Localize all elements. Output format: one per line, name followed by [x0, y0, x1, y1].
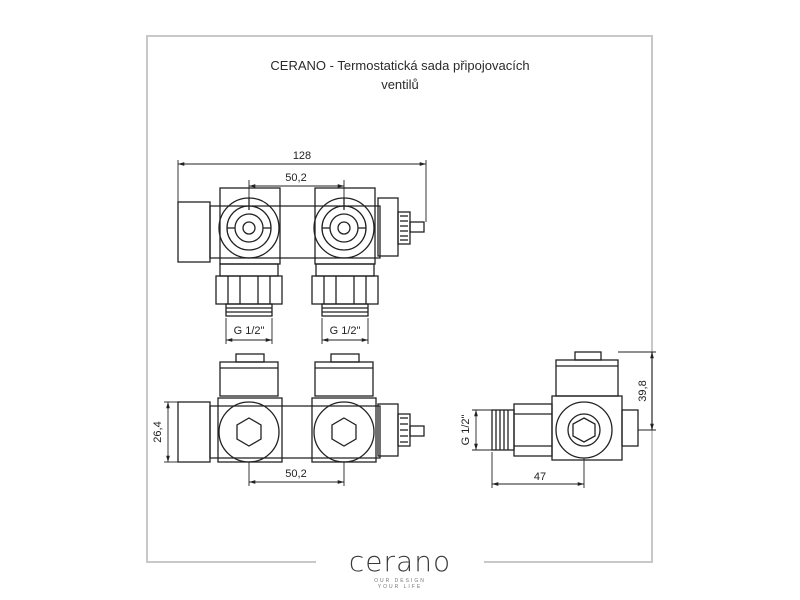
label-thread-left: G 1/2" [234, 325, 265, 337]
label-profile-thread: G 1/2" [460, 415, 472, 446]
dim-spacing-bottom [248, 462, 345, 486]
dim-thread-left [225, 318, 273, 344]
cerano-logo: cerano OUR DESIGN YOUR LIFE [316, 543, 484, 593]
label-spacing-bottom: 50,2 [285, 468, 306, 480]
label-profile-width: 47 [534, 471, 546, 483]
top-left-cap [177, 201, 211, 263]
dim-profile-thread [472, 409, 492, 451]
dim-side-height [164, 401, 178, 463]
dim-spacing-top [248, 180, 345, 198]
label-profile-height: 39,8 [637, 380, 649, 401]
front-view [177, 353, 425, 463]
logo-wordmark: cerano [348, 545, 452, 578]
label-thread-right: G 1/2" [330, 325, 361, 337]
drawing-title: CERANO - Termostatická sada připojovacíc… [200, 56, 600, 94]
dim-profile-width [491, 452, 585, 488]
dim-thread-right [321, 318, 369, 344]
label-overall-width: 128 [293, 150, 311, 162]
dim-overall-width [177, 160, 427, 222]
side-view [491, 351, 639, 461]
label-spacing-top: 50,2 [285, 172, 306, 184]
logo-tagline-1: OUR DESIGN [374, 578, 426, 584]
label-side-height: 26,4 [152, 421, 164, 442]
title-line-2: ventilů [381, 77, 419, 92]
title-line-1: CERANO - Termostatická sada připojovacíc… [270, 58, 530, 73]
top-view [177, 187, 425, 317]
dim-profile-height [618, 351, 656, 431]
logo-tagline-2: YOUR LIFE [377, 584, 423, 590]
